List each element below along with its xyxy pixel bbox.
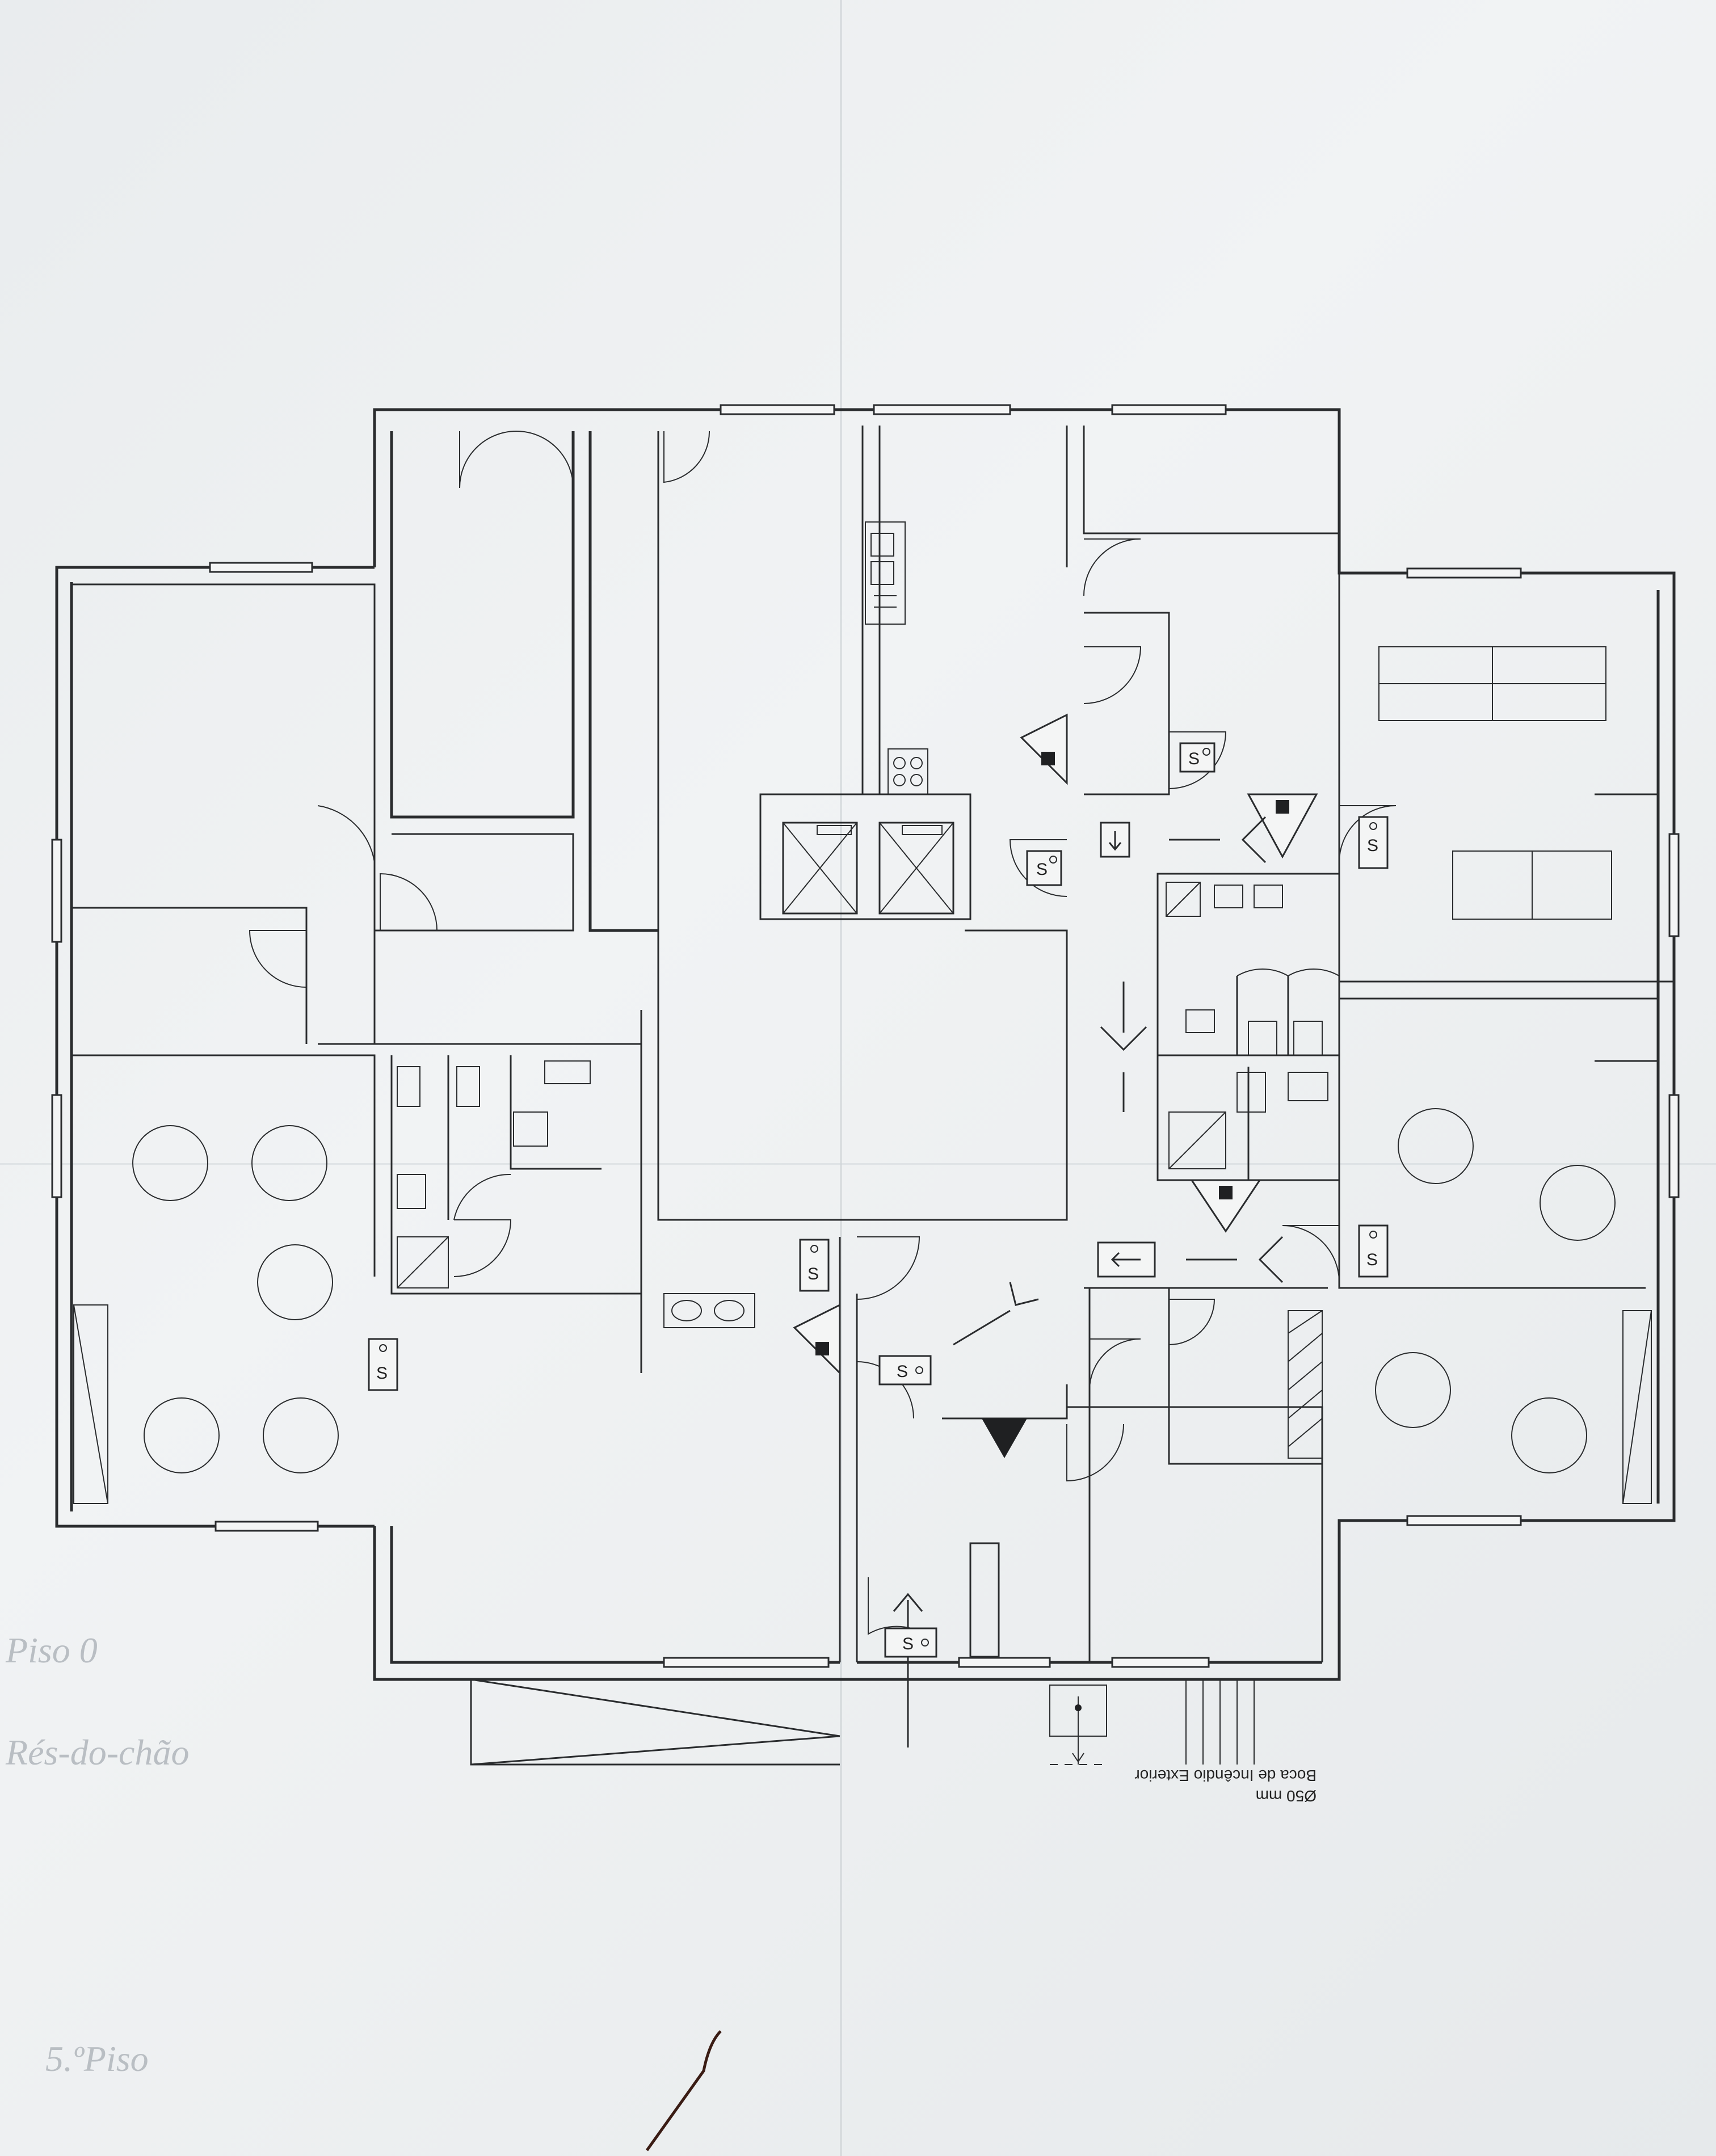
pencil-note: Rés-do-chão — [5, 1732, 189, 1772]
extinguisher-icon: S — [1026, 850, 1062, 886]
paper-fold-vertical — [840, 0, 842, 2156]
emergency-exit-sign-icon — [1190, 1179, 1261, 1233]
shower-icon — [1168, 1111, 1226, 1169]
washbasin-icon — [513, 1111, 548, 1147]
exterior-hydrant-icon — [1049, 1685, 1107, 1765]
doors — [249, 431, 1397, 1635]
washbasin-icon — [1214, 885, 1243, 908]
hydrant-label: Boca de Incêndio Exterior Ø50 mm — [1134, 1767, 1317, 1805]
svg-text:S: S — [1367, 836, 1378, 855]
toilet-icon — [1293, 1021, 1323, 1056]
interior-walls — [72, 426, 1674, 1766]
evacuation-route — [893, 816, 1284, 1747]
shower-icon — [1166, 882, 1201, 917]
toilet-icon — [1236, 1072, 1266, 1113]
svg-text:S: S — [807, 1265, 819, 1283]
stairs — [1288, 1310, 1323, 1459]
long-table-icon — [1452, 850, 1612, 920]
toilet-icon — [544, 1060, 591, 1084]
washbasin-icon — [1254, 885, 1283, 908]
emergency-exit-sign-icon — [1020, 713, 1068, 785]
round-table-icon — [1540, 1165, 1616, 1241]
toilet-icon — [456, 1066, 480, 1107]
shower-icon — [397, 1236, 449, 1288]
round-table-icon — [257, 1244, 333, 1320]
bathroom-fixtures — [397, 882, 1328, 1288]
pencil-notes: Piso 0 Rés-do-chão 5.ºPiso — [5, 1630, 189, 2079]
svg-text:S: S — [897, 1362, 908, 1381]
kitchen-counter — [663, 521, 928, 1328]
svg-text:S: S — [1366, 1250, 1378, 1269]
round-table-icon — [263, 1397, 339, 1473]
pencil-note: Piso 0 — [5, 1630, 98, 1670]
extinguisher-icon: S — [878, 1355, 932, 1386]
round-table-icon — [1511, 1397, 1587, 1473]
svg-text:Boca de Incêndio Exterior: Boca de Incêndio Exterior — [1134, 1767, 1317, 1784]
pen-mark — [645, 2030, 722, 2151]
evacuation-arrow-icon — [1097, 1241, 1156, 1278]
extinguisher-icon: S — [1179, 742, 1216, 773]
washbasin-icon — [397, 1174, 426, 1209]
toilet-icon — [1248, 1021, 1277, 1056]
paper-fold-horizontal — [0, 1163, 1716, 1165]
evacuation-arrow-icon — [1100, 822, 1130, 858]
svg-text:S: S — [1036, 860, 1048, 879]
washbasin-icon — [1288, 1072, 1328, 1101]
dining-tables — [132, 646, 1616, 1473]
extinguisher-icon: S — [1358, 816, 1389, 869]
emergency-exit-sign-icon — [1247, 793, 1318, 859]
extinguisher-icon: S — [799, 1239, 830, 1292]
svg-text:S: S — [902, 1635, 914, 1653]
extinguisher-icon: S — [884, 1627, 937, 1658]
emergency-symbols: S S S S — [368, 713, 1389, 1805]
windows — [51, 404, 1680, 1668]
sink-counter-icon — [663, 1293, 755, 1328]
alarm-triangle-icon — [982, 1418, 1027, 1458]
long-table-icon — [1378, 646, 1606, 721]
entrance-steps — [1185, 1679, 1255, 1765]
round-table-icon — [132, 1125, 208, 1201]
svg-text:S: S — [376, 1364, 388, 1383]
stove-icon — [888, 748, 928, 795]
emergency-exit-sign-icon — [793, 1303, 841, 1375]
toilet-icon — [397, 1066, 420, 1107]
round-table-icon — [1398, 1108, 1474, 1184]
pencil-note: 5.ºPiso — [45, 2039, 149, 2079]
round-table-icon — [1375, 1352, 1451, 1428]
extinguisher-icon: S — [1358, 1224, 1389, 1278]
round-table-icon — [251, 1125, 327, 1201]
round-table-icon — [144, 1397, 220, 1473]
svg-text:S: S — [1188, 749, 1200, 768]
svg-text:Ø50 mm: Ø50 mm — [1256, 1787, 1317, 1805]
extinguisher-icon: S — [368, 1338, 398, 1391]
washbasin-icon — [1185, 1009, 1215, 1033]
